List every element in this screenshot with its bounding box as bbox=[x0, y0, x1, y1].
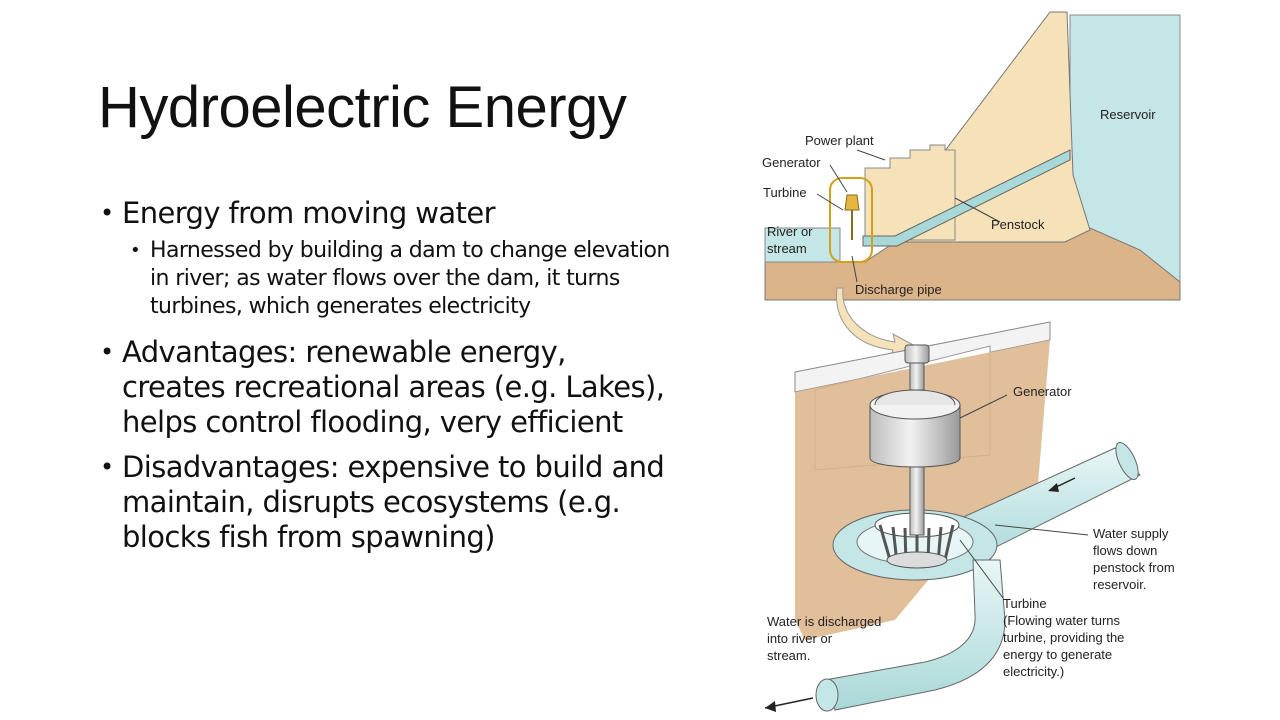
sub-bullet-harnessed: Harnessed by building a dam to change el… bbox=[100, 237, 670, 321]
earth-ground bbox=[764, 227, 1181, 301]
label-discharge-pipe: Discharge pipe bbox=[855, 282, 942, 297]
label-turbine-5: electricity.) bbox=[1003, 664, 1064, 679]
label-reservoir: Reservoir bbox=[1100, 107, 1156, 122]
label-discharged-2: into river or bbox=[767, 631, 833, 646]
label-turbine-top: Turbine bbox=[763, 185, 807, 200]
label-power-plant: Power plant bbox=[805, 133, 874, 148]
label-water-supply-2: flows down bbox=[1093, 543, 1157, 558]
label-discharged-1: Water is discharged bbox=[767, 614, 881, 629]
penstock-pipe bbox=[862, 149, 1071, 247]
hydroelectric-dam-diagram: Power plant Generator Turbine River or s… bbox=[762, 11, 1181, 712]
bullet-advantages: Advantages: renewable energy, creates re… bbox=[100, 335, 670, 440]
label-river-line1: River or bbox=[767, 224, 813, 239]
label-turbine-2: (Flowing water turns bbox=[1003, 613, 1121, 628]
bullet-list: Energy from moving water Harnessed by bu… bbox=[100, 196, 670, 565]
dam-cross-section: Power plant Generator Turbine River or s… bbox=[762, 11, 1181, 301]
label-river-line2: stream bbox=[767, 241, 807, 256]
turbine-small-icon bbox=[844, 194, 860, 211]
discharge-pipe-detail bbox=[824, 559, 1006, 711]
turbine-detail: Generator Water supply flows down pensto… bbox=[764, 321, 1175, 712]
generator-highlight bbox=[829, 177, 873, 263]
label-generator: Generator bbox=[1013, 384, 1072, 399]
label-penstock: Penstock bbox=[991, 217, 1045, 232]
label-water-supply-3: penstock from bbox=[1093, 560, 1175, 575]
bullet-energy-source: Energy from moving water bbox=[100, 196, 670, 231]
label-water-supply-1: Water supply bbox=[1093, 526, 1169, 541]
label-turbine-4: energy to generate bbox=[1003, 647, 1112, 662]
slide-title: Hydroelectric Energy bbox=[98, 75, 627, 140]
label-turbine-1: Turbine bbox=[1003, 596, 1047, 611]
label-water-supply-4: reservoir. bbox=[1093, 577, 1146, 592]
power-plant-building bbox=[864, 144, 956, 241]
bullet-disadvantages: Disadvantages: expensive to build and ma… bbox=[100, 450, 670, 555]
label-discharged-3: stream. bbox=[767, 648, 810, 663]
generator-unit bbox=[869, 344, 961, 468]
label-generator-top: Generator bbox=[762, 155, 821, 170]
label-turbine-3: turbine, providing the bbox=[1003, 630, 1124, 645]
